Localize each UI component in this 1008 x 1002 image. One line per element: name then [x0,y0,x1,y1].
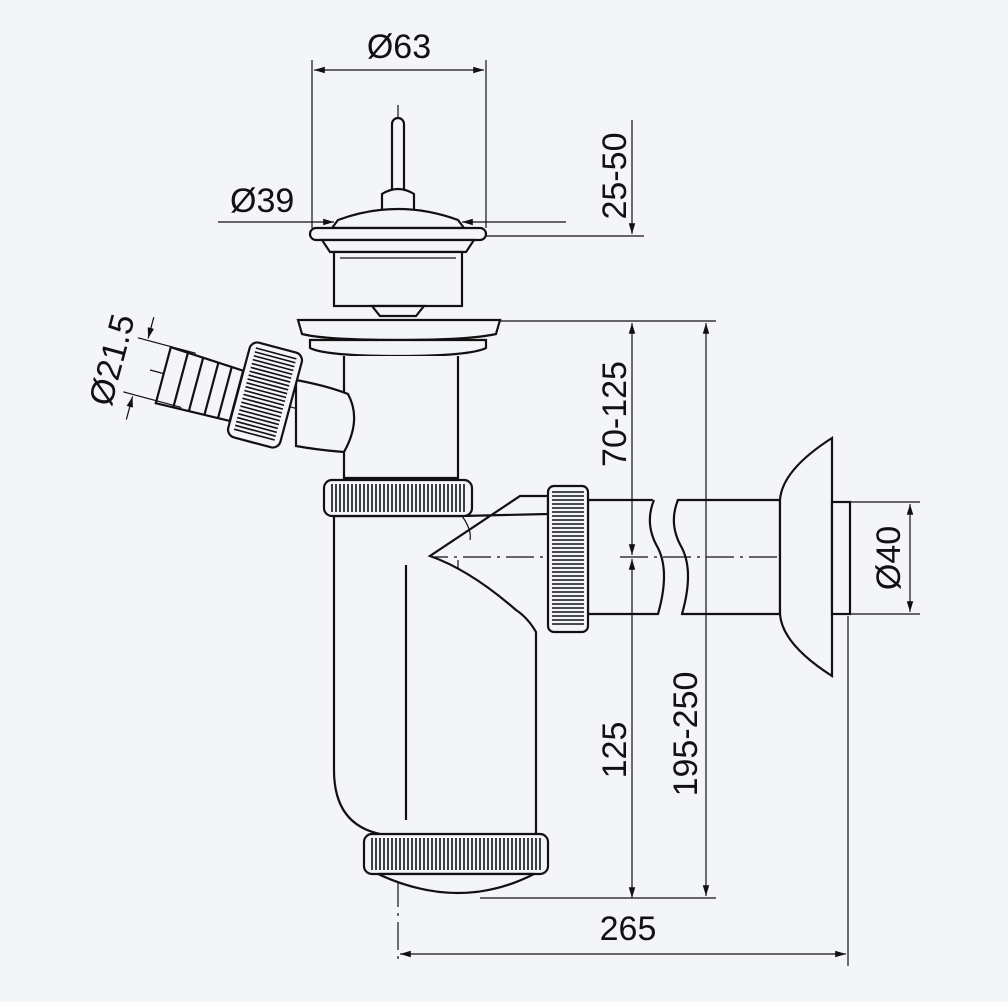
dim-label-25-50: 25-50 [596,133,634,220]
dim-label-265: 265 [600,910,657,948]
dim-total-depth: 265 [400,616,849,966]
dim-label-o39: Ø39 [230,182,294,220]
outlet-tube [586,496,850,618]
dim-outlet-top-diameter: Ø63 [311,28,487,228]
side-nut [546,484,590,634]
dim-total-height: 195-250 [480,323,716,899]
dim-label-o63: Ø63 [367,28,431,66]
inlet-flange [296,318,502,358]
dim-outlet-height: 125 [596,559,636,898]
drain-plug [308,207,488,318]
bottom-cap [362,832,550,894]
dim-label-125: 125 [596,722,634,779]
dim-plug-diameter: Ø39 [218,182,566,226]
dim-label-195-250: 195-250 [667,672,705,797]
hose-nut [226,341,304,449]
upper-nut [322,478,474,518]
dim-label-70-125: 70-125 [596,361,634,467]
overflow-branch [294,378,356,454]
dim-outlet-diameter: Ø40 [850,501,920,615]
dim-label-o40: Ø40 [870,526,908,590]
hose-barb [154,345,245,423]
dim-inlet-height: 70-125 [500,320,716,555]
plug-stem [380,116,416,212]
wall-rosette [778,435,852,679]
siphon-body [332,494,550,838]
inlet-tube [342,356,460,480]
dim-plug-travel: 25-50 [486,120,644,237]
